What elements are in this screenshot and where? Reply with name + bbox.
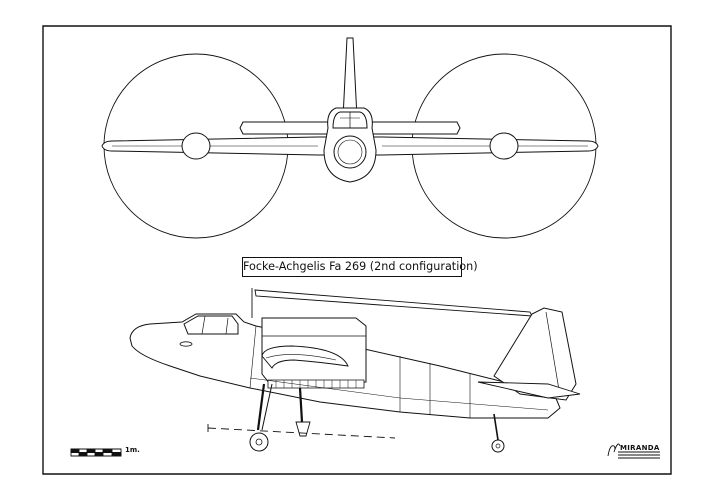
front-tail-fin (343, 38, 357, 118)
front-view (102, 38, 598, 238)
brand-logo-text: MIRANDA (620, 444, 660, 452)
side-exhaust-swirl (262, 346, 348, 368)
scale-label: 1m. (125, 446, 140, 454)
side-window (180, 342, 192, 346)
side-rotor-blade (255, 290, 532, 316)
side-tail-wheel (492, 414, 504, 452)
front-nose-ring (334, 136, 366, 168)
side-tail-fin (494, 308, 576, 400)
left-nacelle (182, 133, 210, 159)
side-ground-line (208, 428, 395, 438)
right-nacelle (490, 133, 518, 159)
brand-logo (608, 444, 660, 458)
side-tailplane (478, 382, 580, 398)
sheet-border (43, 26, 671, 474)
side-view (130, 288, 580, 452)
scale-bar (71, 449, 121, 456)
drawing-title: Focke-Achgelis Fa 269 (2nd configuration… (242, 257, 478, 277)
side-canopy (184, 316, 238, 334)
